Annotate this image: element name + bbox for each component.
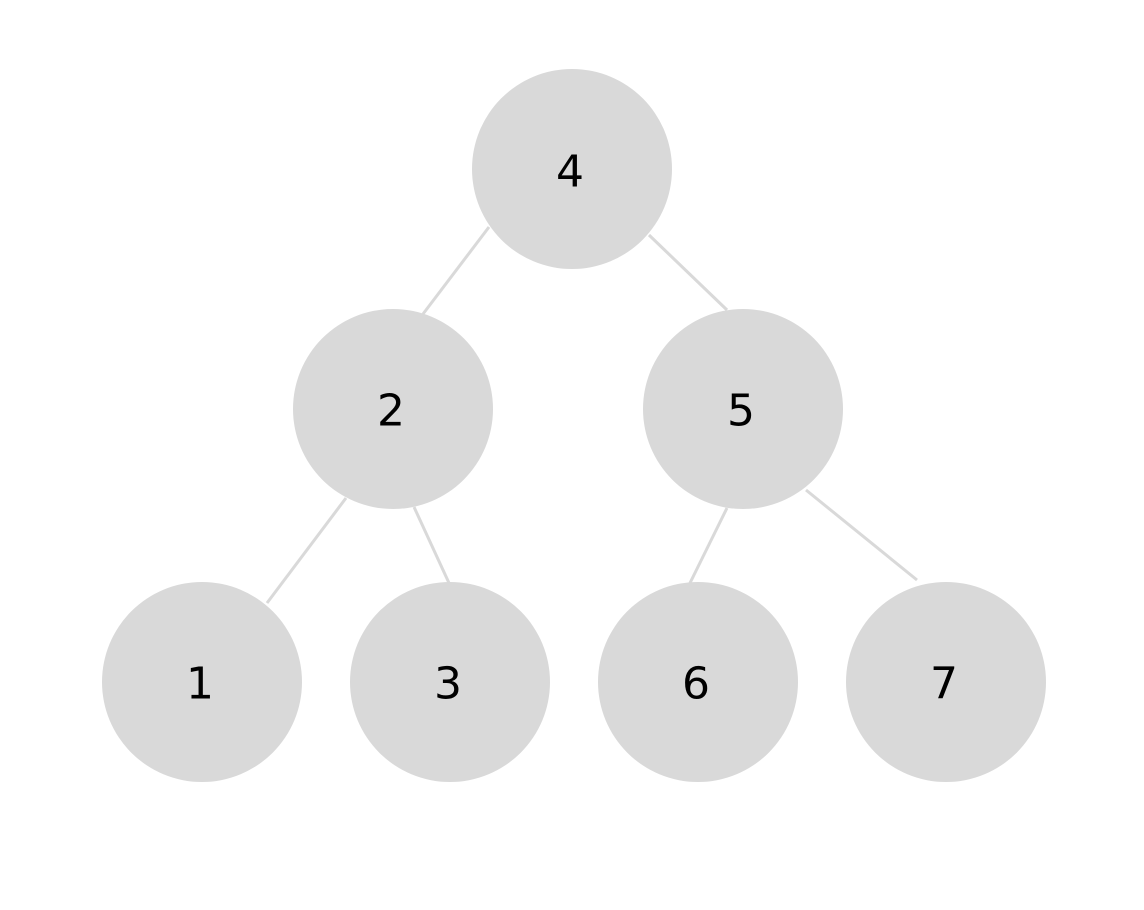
tree-node-6: 6 <box>598 582 798 782</box>
tree-node-5: 5 <box>643 309 843 509</box>
node-label: 7 <box>930 659 958 710</box>
tree-node-4: 4 <box>472 69 672 269</box>
node-label: 4 <box>556 147 584 198</box>
node-circle <box>293 309 493 509</box>
tree-node-1: 1 <box>102 582 302 782</box>
node-circle <box>350 582 550 782</box>
edge-5-6 <box>688 507 729 584</box>
node-label: 1 <box>186 659 214 710</box>
nodes-layer: 4 2 5 1 3 6 7 <box>102 69 1046 782</box>
edge-4-2 <box>421 226 491 315</box>
edge-2-1 <box>265 497 348 604</box>
node-circle <box>472 69 672 269</box>
tree-node-3: 3 <box>350 582 550 782</box>
node-label: 3 <box>434 659 462 710</box>
node-circle <box>643 309 843 509</box>
node-circle <box>102 582 302 782</box>
tree-node-2: 2 <box>293 309 493 509</box>
node-label: 2 <box>377 386 405 437</box>
edge-5-7 <box>805 488 918 582</box>
tree-node-7: 7 <box>846 582 1046 782</box>
node-circle <box>598 582 798 782</box>
node-label: 5 <box>727 386 755 437</box>
node-circle <box>846 582 1046 782</box>
edge-4-5 <box>647 233 729 312</box>
node-label: 6 <box>682 659 710 710</box>
edges-layer <box>265 226 918 604</box>
edge-2-3 <box>412 506 451 584</box>
